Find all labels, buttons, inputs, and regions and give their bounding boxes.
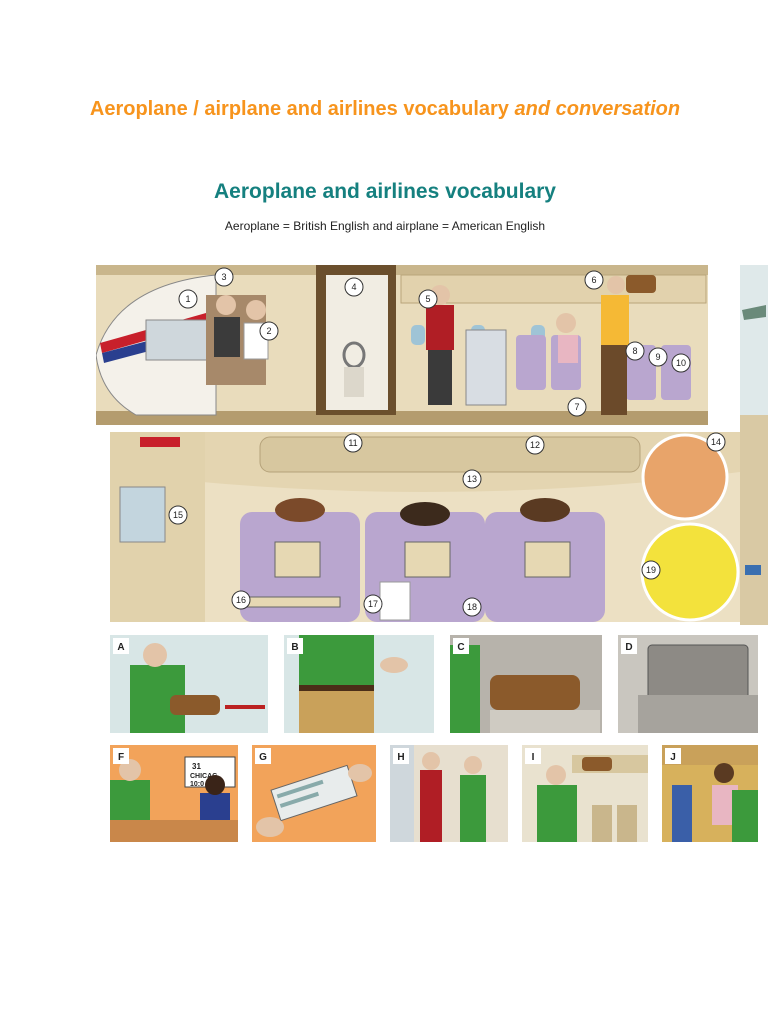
callout-2: 2 bbox=[266, 326, 271, 336]
label-a: A bbox=[117, 642, 124, 653]
sign-gate: 31 bbox=[192, 762, 201, 771]
callout-9: 9 bbox=[655, 352, 660, 362]
panel-h: H bbox=[390, 745, 508, 842]
panel-f: 31 CHICAG 10:0 F bbox=[110, 745, 238, 842]
section-heading: Aeroplane and airlines vocabulary bbox=[214, 180, 556, 203]
label-d: D bbox=[625, 642, 632, 653]
cabin-illustration-top: 1 2 3 4 5 6 7 8 9 10 bbox=[96, 265, 708, 425]
callout-8: 8 bbox=[632, 346, 637, 356]
callout-6: 6 bbox=[591, 275, 596, 285]
label-b: B bbox=[291, 642, 298, 653]
top-callouts: 1 2 3 4 5 6 7 8 9 10 bbox=[178, 267, 691, 417]
label-g: G bbox=[259, 752, 267, 763]
callout-14: 14 bbox=[711, 437, 721, 447]
panel-a: A bbox=[110, 635, 268, 733]
cabin-illustration-seats: 11 12 13 14 15 16 17 18 19 bbox=[110, 432, 740, 622]
callout-1: 1 bbox=[185, 294, 190, 304]
label-h: H bbox=[397, 752, 404, 763]
page-title-main: Aeroplane / airplane and airlines vocabu… bbox=[89, 98, 509, 120]
callout-15: 15 bbox=[173, 510, 183, 520]
callout-17: 17 bbox=[368, 599, 378, 609]
panel-i: I bbox=[522, 745, 648, 842]
sign-city: CHICAG bbox=[190, 773, 218, 780]
callout-5: 5 bbox=[425, 294, 430, 304]
label-i: I bbox=[532, 752, 535, 763]
panel-b: B bbox=[284, 635, 434, 733]
callout-16: 16 bbox=[236, 595, 246, 605]
spelling-note: Aeroplane = British English and airplane… bbox=[224, 219, 546, 233]
page-title: Aeroplane / airplane and airlines vocabu… bbox=[60, 96, 710, 122]
callout-10: 10 bbox=[676, 358, 686, 368]
panel-c: C bbox=[450, 635, 602, 733]
panel-d: D bbox=[618, 635, 758, 733]
callout-12: 12 bbox=[530, 440, 540, 450]
callout-18: 18 bbox=[467, 602, 477, 612]
cabin-illustration-edge bbox=[740, 265, 768, 625]
callout-19: 19 bbox=[646, 565, 656, 575]
label-c: C bbox=[457, 642, 464, 653]
sign-time: 10:0 bbox=[190, 781, 204, 788]
panel-j: J bbox=[662, 745, 758, 842]
callout-13: 13 bbox=[467, 474, 477, 484]
label-f: F bbox=[118, 752, 124, 763]
panel-g: G bbox=[252, 745, 376, 842]
callout-11: 11 bbox=[348, 438, 357, 448]
callout-4: 4 bbox=[351, 282, 356, 292]
callout-7: 7 bbox=[574, 402, 579, 412]
label-j: J bbox=[670, 752, 676, 763]
page-title-italic: and conversation bbox=[514, 98, 681, 120]
callout-3: 3 bbox=[221, 272, 226, 282]
middle-callouts: 11 12 13 14 15 16 17 18 19 bbox=[168, 432, 726, 617]
